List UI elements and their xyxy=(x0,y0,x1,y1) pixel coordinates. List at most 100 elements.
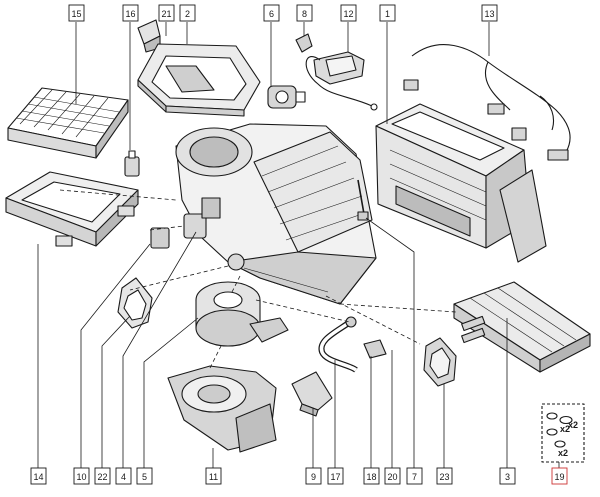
assembly-guide-line xyxy=(149,225,185,231)
part-wiring-harness xyxy=(403,44,571,161)
callout-number: 23 xyxy=(439,472,449,482)
leader-line xyxy=(101,315,131,468)
callout-20: 20 xyxy=(384,467,401,485)
part-oring-kit xyxy=(541,403,585,463)
qty-label: x2 xyxy=(568,420,578,430)
callout-number: 14 xyxy=(33,472,43,482)
callout-box xyxy=(115,467,132,485)
callout-number: 16 xyxy=(125,9,135,19)
callout-9: 9 xyxy=(305,467,322,485)
callout-number: 10 xyxy=(76,472,86,482)
callout-number: 20 xyxy=(387,472,397,482)
part-heater-box xyxy=(375,103,547,263)
callout-15: 15 xyxy=(68,4,85,22)
callout-2: 2 xyxy=(179,4,196,22)
callout-7: 7 xyxy=(406,467,423,485)
leader-line xyxy=(122,231,197,468)
callout-6: 6 xyxy=(263,4,280,22)
part-temp-sensor xyxy=(150,227,170,249)
callout-3: 3 xyxy=(499,467,516,485)
part-heater-core xyxy=(453,281,591,373)
callout-16: 16 xyxy=(122,4,139,22)
callout-21: 21 xyxy=(158,4,175,22)
callout-number: 7 xyxy=(412,472,417,482)
callout-box xyxy=(136,467,153,485)
callout-number: 1 xyxy=(385,9,390,19)
callout-box xyxy=(436,467,453,485)
callout-1: 1 xyxy=(379,4,396,22)
callout-number: 17 xyxy=(330,472,340,482)
part-resistor xyxy=(305,51,378,111)
part-clip xyxy=(124,150,140,177)
callout-number: 12 xyxy=(343,9,353,19)
callout-number: 3 xyxy=(505,472,510,482)
callout-box xyxy=(305,467,322,485)
qty-label: x2 xyxy=(560,424,570,434)
callout-number: 4 xyxy=(121,472,126,482)
part-sensor-probe xyxy=(357,179,369,221)
callout-number: 11 xyxy=(209,472,218,482)
callout-11: 11 xyxy=(205,467,222,485)
callout-number: 6 xyxy=(269,9,274,19)
callout-number: 15 xyxy=(71,9,81,19)
assembly-guide-line xyxy=(129,265,229,291)
quantity-labels: x2 x2 x2 xyxy=(558,420,578,458)
callout-14: 14 xyxy=(30,467,47,485)
qty-label: x2 xyxy=(558,448,568,458)
part-cabin-filter xyxy=(7,87,129,159)
part-servo-motor xyxy=(183,197,221,239)
callout-box xyxy=(481,4,498,22)
leader-line xyxy=(365,217,415,468)
callout-number: 5 xyxy=(142,472,147,482)
callout-4: 4 xyxy=(115,467,132,485)
callout-18: 18 xyxy=(363,467,380,485)
callout-23: 23 xyxy=(436,467,453,485)
callout-box xyxy=(158,4,175,22)
callout-box xyxy=(179,4,196,22)
part-hose-clip xyxy=(363,339,387,359)
callout-number: 13 xyxy=(484,9,494,19)
callout-box xyxy=(363,467,380,485)
callout-box xyxy=(68,4,85,22)
assembly-guide-line xyxy=(339,303,457,313)
callout-box xyxy=(296,4,313,22)
callout-number: 9 xyxy=(311,472,316,482)
part-actuator-motor xyxy=(267,85,306,109)
callout-number: 22 xyxy=(97,472,107,482)
callout-10: 10 xyxy=(73,467,90,485)
leader-line xyxy=(80,243,151,468)
part-seal xyxy=(423,337,457,387)
callout-13: 13 xyxy=(481,4,498,22)
part-drain-hose xyxy=(318,316,358,373)
callout-number: 19 xyxy=(554,472,564,482)
callout-box xyxy=(384,467,401,485)
callout-number: 18 xyxy=(366,472,376,482)
callout-box xyxy=(205,467,222,485)
part-blower-fan xyxy=(195,281,289,347)
callout-box xyxy=(327,467,344,485)
assembly-guide-line xyxy=(59,189,177,201)
part-filter-frame xyxy=(5,171,139,247)
part-hvac-housing xyxy=(175,123,377,305)
callout-box xyxy=(73,467,90,485)
leader-line xyxy=(143,317,199,468)
callout-box xyxy=(340,4,357,22)
callout-box xyxy=(406,467,423,485)
callout-number: 21 xyxy=(161,9,171,19)
callout-box xyxy=(94,467,111,485)
part-blower-housing xyxy=(167,365,277,453)
callout-box xyxy=(551,467,568,485)
part-small-connector xyxy=(295,33,313,53)
assembly-guide-line xyxy=(231,275,241,293)
callout-number: 8 xyxy=(302,9,307,19)
callout-box xyxy=(263,4,280,22)
part-intake-duct xyxy=(137,43,261,117)
leader-lines xyxy=(37,22,560,468)
callout-19: 19 xyxy=(551,467,568,485)
callout-5: 5 xyxy=(136,467,153,485)
part-cable-guide xyxy=(291,371,333,417)
callout-17: 17 xyxy=(327,467,344,485)
